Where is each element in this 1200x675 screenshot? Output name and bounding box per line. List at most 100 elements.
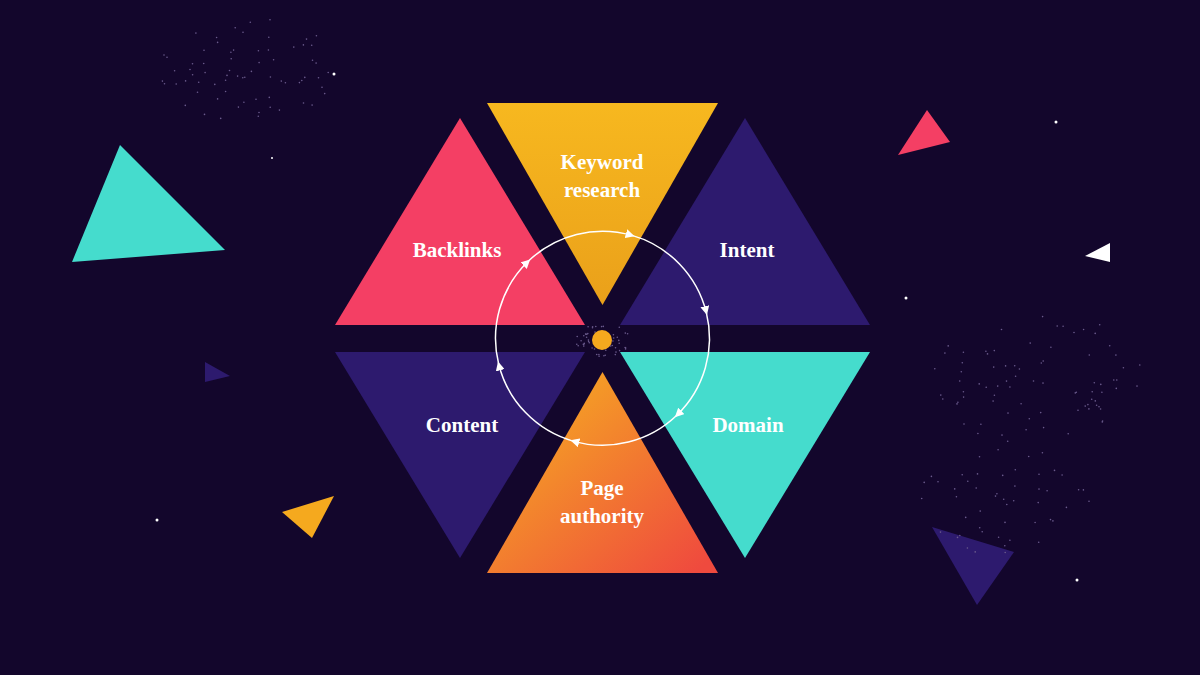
speckle-dot — [980, 424, 982, 426]
decor-triangle — [1085, 243, 1110, 262]
triangle-shape — [335, 352, 585, 558]
speckle-dot — [1003, 499, 1005, 501]
speckle-dot — [956, 403, 958, 405]
speckle-dot — [615, 354, 617, 356]
speckle-dot — [1014, 485, 1016, 487]
triangle-fill — [487, 103, 718, 305]
speckle-dot — [233, 49, 235, 51]
speckle-dot — [978, 383, 980, 385]
speckle-dot — [992, 400, 994, 402]
speckle-dot — [594, 348, 596, 350]
node-label: Content — [402, 411, 522, 439]
speckle-dot — [1084, 405, 1086, 407]
speckle-dot — [1102, 420, 1104, 422]
speckle-dot — [601, 333, 603, 335]
speckle-dot — [1042, 452, 1044, 454]
speckle-dot — [1042, 360, 1044, 362]
triangle-shape — [620, 352, 870, 558]
speckle-dot — [217, 42, 219, 44]
speckle-dot — [1061, 474, 1063, 476]
speckle-dot — [258, 62, 260, 64]
speckle-dot — [1005, 365, 1007, 367]
speckle-dot — [217, 98, 219, 100]
speckle-dot — [1040, 412, 1042, 414]
triangle-node: Intent — [620, 118, 870, 325]
speckle-dot — [315, 62, 317, 64]
speckle-dot — [921, 498, 923, 500]
speckle-dot — [956, 496, 958, 498]
speckle-dot — [1094, 333, 1096, 335]
speckle-dot — [605, 350, 607, 352]
triangle-node: Page authority — [487, 372, 718, 573]
speckle-dot — [195, 32, 197, 34]
speckle-dot — [1042, 382, 1044, 384]
speckle-dot — [998, 536, 1000, 538]
speckle-dot — [1077, 409, 1079, 411]
speckle-dot — [1006, 504, 1008, 506]
speckle-dot — [618, 340, 620, 342]
speckle-dot — [1037, 502, 1039, 504]
speckle-dot — [588, 341, 590, 343]
speckle-dot — [1089, 354, 1091, 356]
speckle-dot — [588, 339, 590, 341]
speckle-dot — [604, 354, 606, 356]
speckle-dot — [1083, 329, 1085, 331]
speckle-dot — [1091, 398, 1093, 400]
speckle-dot — [1002, 475, 1004, 477]
speckle-dot — [203, 49, 205, 51]
speckle-dot — [225, 79, 227, 81]
speckle-dot — [618, 342, 620, 344]
speckle-dot — [963, 352, 965, 354]
speckle-dot — [605, 340, 607, 342]
speckle-dot — [244, 77, 246, 79]
speckle-dot — [586, 336, 588, 338]
speckle-dot — [1109, 345, 1111, 347]
speckle-dot — [1073, 332, 1075, 334]
speckle-dot — [166, 56, 168, 58]
speckle-dot — [603, 355, 605, 357]
speckle-dot — [977, 473, 979, 475]
speckle-dot — [1088, 501, 1090, 503]
triangle-node: Content — [335, 352, 585, 558]
triangle-shape — [620, 118, 870, 325]
speckle-dot — [1033, 380, 1035, 382]
speckle-dot — [1004, 545, 1006, 547]
speckle-dot — [192, 63, 194, 65]
speckle-dot — [598, 354, 600, 356]
triangle-node: Keyword research — [487, 103, 718, 305]
speckle-dot — [610, 345, 612, 347]
speckle-dot — [586, 334, 588, 336]
cycle-arrow — [573, 415, 677, 445]
speckle-dot — [293, 46, 295, 48]
speckle-dot — [1078, 489, 1080, 491]
speckle-dot — [591, 347, 593, 349]
speckle-dot — [576, 336, 578, 338]
speckle-dot — [585, 333, 587, 335]
speckle-dot — [584, 343, 586, 345]
speckle-dot — [1042, 316, 1044, 318]
speckle-dot — [994, 394, 996, 396]
speckle-dot — [226, 75, 228, 77]
speckle-dot — [304, 77, 306, 79]
speckle-dot — [923, 482, 925, 484]
node-label: Backlinks — [397, 236, 517, 264]
speckle-dot — [1075, 392, 1077, 394]
speckle-dot — [1095, 400, 1097, 402]
speckle-dot — [957, 537, 959, 539]
speckle-dot — [175, 83, 177, 85]
speckle-dot — [994, 350, 996, 352]
speckle-dot — [269, 107, 271, 109]
speckle-dot — [318, 77, 320, 79]
speckle-dot — [164, 83, 166, 85]
speckle-dot — [1029, 418, 1031, 420]
speckle-dot — [985, 386, 987, 388]
speckle-dot — [306, 38, 308, 40]
decor-triangle — [205, 362, 230, 382]
speckle-dot — [238, 106, 240, 108]
speckle-dot — [1019, 368, 1021, 370]
speckle-dot — [625, 332, 627, 334]
speckle-dot — [269, 19, 271, 21]
speckle-dot — [192, 74, 194, 76]
speckle-dot — [596, 354, 598, 356]
